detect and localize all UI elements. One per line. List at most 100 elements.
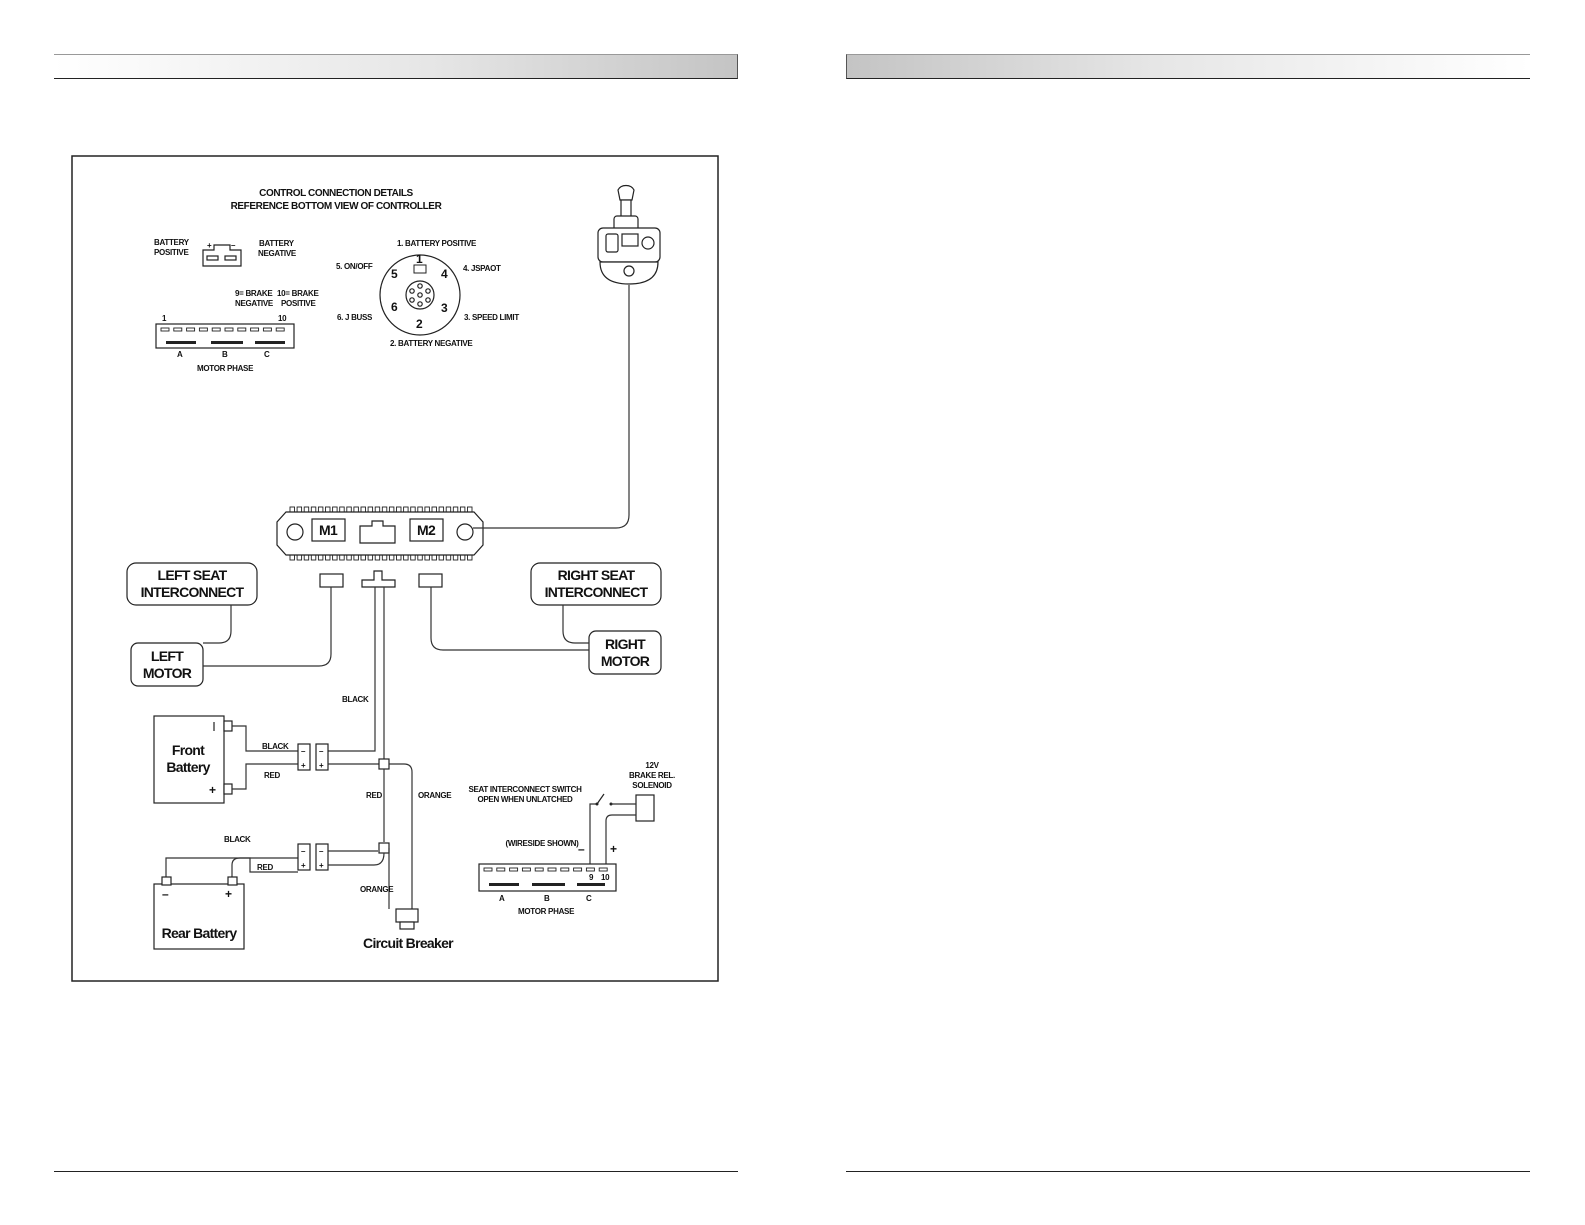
- controller-rib: [310, 506, 317, 513]
- upper-strip-pins: [160, 327, 285, 332]
- upper-strip-pin-slot: [224, 327, 234, 332]
- controller-rib: [396, 554, 402, 561]
- lower-strip-pin-slot: [534, 867, 544, 872]
- wire-label-orange-rear: ORANGE: [360, 885, 394, 894]
- upper-strip-pin-slot: [250, 327, 260, 332]
- front-fuse-block-right: [315, 743, 329, 771]
- left-seat-label-1: LEFT SEAT: [158, 567, 228, 583]
- controller-rib: [403, 554, 409, 561]
- controller-rib: [374, 554, 381, 561]
- controller-rib: [367, 554, 374, 561]
- controller-rib: [360, 506, 366, 513]
- round-pin-3-hole: [425, 297, 431, 303]
- upper-phase-a: A: [177, 350, 183, 359]
- wireside-label: (WIRESIDE SHOWN): [506, 839, 580, 848]
- controller-module: M1 M2: [276, 506, 484, 561]
- controller-rib: [353, 554, 359, 561]
- brake-negative-label-1: 9= BRAKE: [235, 289, 273, 298]
- controller-rib: [431, 554, 437, 561]
- upper-strip-pin-slot: [160, 327, 170, 332]
- seat-switch-lever: [596, 793, 605, 805]
- rear-fuse-left-plus: +: [301, 861, 306, 870]
- battery-positive-label-2: POSITIVE: [154, 248, 189, 257]
- joystick-knob: [617, 184, 635, 201]
- wire-label-black-top: BLACK: [342, 695, 369, 704]
- m1-to-left-motor-wire: [203, 587, 332, 667]
- left-motor-box: [130, 642, 204, 687]
- lower-phase-a: A: [499, 894, 505, 903]
- battery-plus-sign: +: [207, 241, 212, 250]
- front-battery-label-2: Battery: [166, 759, 210, 775]
- lower-phase-c-bar: [577, 883, 605, 886]
- controller-rib: [346, 554, 352, 561]
- left-motor-label-1: LEFT: [151, 648, 184, 664]
- seat-switch-label-2: OPEN WHEN UNLATCHED: [477, 795, 573, 804]
- rear-battery-neg-terminal: [161, 876, 172, 886]
- joystick-switch: [605, 233, 619, 253]
- battery-connector-housing: [202, 244, 242, 267]
- rear-battery-label: Rear Battery: [162, 925, 238, 941]
- round-pin-number-2: 2: [416, 317, 423, 331]
- upper-strip-pin-slot: [262, 327, 272, 332]
- controller-rib: [289, 506, 295, 513]
- lower-strip-pin-slot: [573, 867, 583, 872]
- controller-rib: [317, 554, 324, 561]
- round-pin-6-hole: [409, 297, 415, 303]
- rear-red-wire: [240, 857, 298, 873]
- round-pin-1-label: 1. BATTERY POSITIVE: [397, 239, 477, 248]
- battery-positive-label-1: BATTERY: [154, 238, 190, 247]
- lower-strip-pin-slot: [483, 867, 493, 872]
- controller-rib: [339, 506, 345, 513]
- red-junction-box: [378, 758, 390, 770]
- left-motor-label-2: MOTOR: [143, 665, 192, 681]
- front-battery-box: [153, 715, 225, 804]
- wire-label-orange-mid: ORANGE: [418, 791, 452, 800]
- joystick-display: [621, 233, 639, 247]
- controller-rib: [296, 506, 303, 513]
- rear-black-wire: [165, 857, 298, 877]
- upper-strip-pin-slot: [211, 327, 221, 332]
- controller-rib: [332, 506, 338, 513]
- controller-mount-hole-left: [286, 523, 304, 541]
- controller-rib: [289, 554, 295, 561]
- wire-label-black-front: BLACK: [262, 742, 289, 751]
- front-fuse-right-plus: +: [319, 761, 324, 770]
- round-pin-number-6: 6: [391, 300, 398, 314]
- controller-rib: [431, 506, 437, 513]
- right-motor-label-2: MOTOR: [601, 653, 650, 669]
- right-page-header-bar: [846, 54, 1530, 79]
- circuit-breaker-body: [395, 908, 419, 923]
- controller-rib: [452, 506, 459, 513]
- controller-m2-port: [409, 518, 444, 542]
- upper-phase-c-bar: [255, 341, 285, 344]
- lower-strip-pin-slot: [585, 867, 595, 872]
- battery-negative-label-1: BATTERY: [259, 239, 295, 248]
- round-pin-4-label: 4. JSPAOT: [463, 264, 501, 273]
- brake-positive-label-1: 10= BRAKE: [277, 289, 320, 298]
- solenoid-label-1: 12V: [645, 761, 659, 770]
- controller-rib: [438, 554, 445, 561]
- lower-strip-pin-9: 9: [589, 873, 594, 882]
- front-fuse-left-minus: –: [301, 747, 306, 756]
- rear-fuse-left-minus: –: [301, 847, 306, 856]
- controller-rib: [325, 506, 331, 513]
- lower-phase-a-bar: [489, 883, 519, 886]
- controller-rib: [445, 506, 452, 513]
- controller-rib: [303, 506, 310, 513]
- rear-red-to-junction-wire: [328, 852, 385, 866]
- upper-strip-pin-10: 10: [278, 314, 287, 323]
- diagram-title-line2: REFERENCE BOTTOM VIEW OF CONTROLLER: [231, 201, 443, 212]
- brake-solenoid-box: [635, 794, 655, 822]
- circuit-breaker-base: [399, 921, 415, 930]
- controller-rib: [467, 554, 473, 561]
- round-pin-2-hole: [417, 301, 423, 307]
- round-pin-1-hole: [417, 283, 423, 289]
- controller-bottom-ribs: [289, 554, 473, 561]
- right-seat-interconnect-box: [530, 562, 662, 606]
- rear-battery-box: [153, 883, 245, 950]
- round-pin-center-hole: [417, 292, 423, 298]
- joystick-icon: [597, 184, 661, 285]
- upper-strip-pin-slot: [173, 327, 183, 332]
- controller-rib: [353, 506, 359, 513]
